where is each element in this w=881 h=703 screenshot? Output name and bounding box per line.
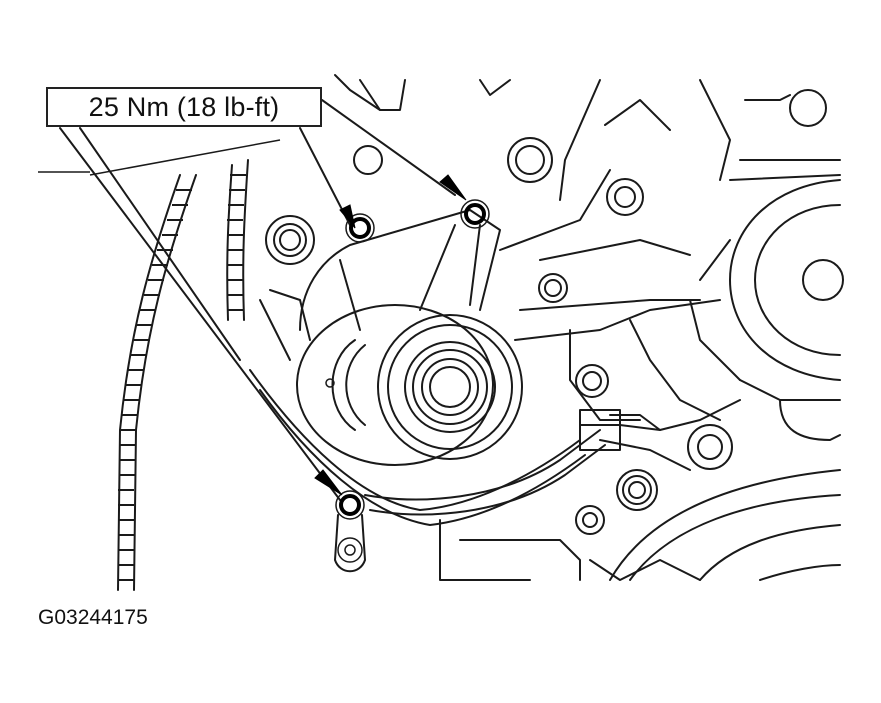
tensioner-bolt-upper-right [460,199,490,229]
torque-spec-label: 25 Nm (18 lb-ft) [88,91,280,122]
engine-front-cover [265,74,841,581]
belt-ribs [118,174,246,581]
leader-lines [38,99,456,501]
wiring-harness [364,409,661,516]
drive-belt [117,159,586,591]
tensioner-bracket [259,209,501,361]
callout-arrows [314,174,467,496]
crankshaft-pulley [609,469,841,581]
torque-callout: 25 Nm (18 lb-ft) [46,87,322,127]
figure-id: G03244175 [38,606,148,629]
water-pump-pulley [729,179,844,441]
belt-tensioner-pulley [296,304,523,466]
tensioner-bolt-upper-left [345,213,375,243]
tensioner-bolt-lower [334,490,366,573]
